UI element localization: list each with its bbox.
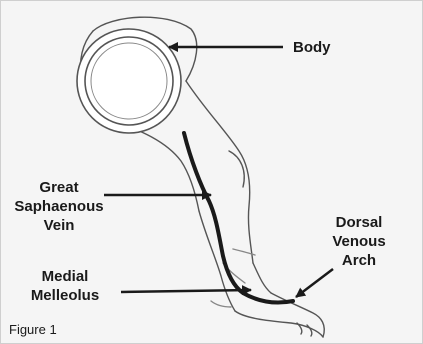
dorsal-venous-arch-arrow — [296, 269, 333, 297]
label-body: Body — [293, 39, 331, 56]
svg-text:Vein: Vein — [44, 217, 75, 234]
medial-melleolus-arrow — [121, 290, 251, 292]
svg-text:Great: Great — [39, 179, 78, 196]
svg-text:Melleolus: Melleolus — [31, 287, 99, 304]
svg-text:Arch: Arch — [342, 252, 376, 269]
body-circle — [77, 29, 181, 133]
svg-text:Saphaenous: Saphaenous — [14, 198, 103, 215]
label-dorsal-venous-arch: Dorsal Venous Arch — [332, 214, 385, 269]
svg-text:Venous: Venous — [332, 233, 385, 250]
label-medial-melleolus: Medial Melleolus — [31, 268, 99, 304]
svg-text:Dorsal: Dorsal — [336, 214, 383, 231]
label-great-saphaenous-vein: Great Saphaenous Vein — [14, 179, 103, 234]
svg-text:Medial: Medial — [42, 268, 89, 285]
figure-caption: Figure 1 — [9, 322, 57, 337]
